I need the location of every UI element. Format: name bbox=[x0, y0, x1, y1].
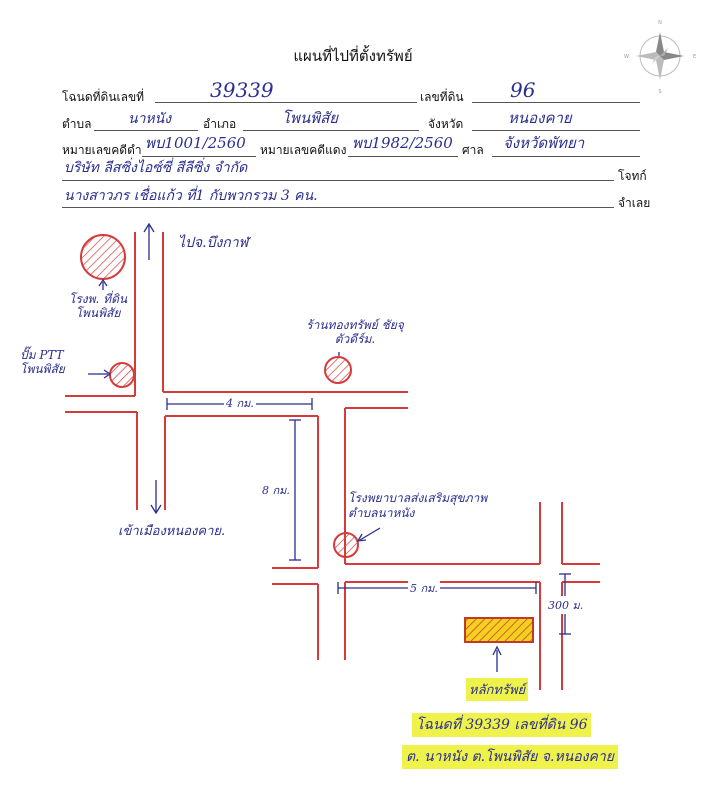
court-value: จังหวัดพัทยา bbox=[503, 134, 585, 152]
health-pointer bbox=[359, 527, 381, 541]
shop-marker bbox=[324, 356, 352, 384]
province-underline bbox=[472, 130, 640, 131]
defendant-underline bbox=[62, 207, 614, 208]
hospital-pointer-icon bbox=[98, 278, 108, 287]
province-label: จังหวัด bbox=[428, 117, 464, 131]
tambon-label: ตำบล bbox=[62, 117, 92, 131]
ptt-marker bbox=[109, 362, 135, 388]
to-city-label: เข้าเมืองหนองคาย. bbox=[118, 524, 226, 539]
amphoe-underline bbox=[243, 130, 419, 131]
compass-icon: N S W E bbox=[622, 18, 698, 95]
caption-line2: ต. นาหนัง ต.โพนพิสัย จ.หนองคาย bbox=[402, 745, 618, 769]
page-title: แผนที่ไปที่ตั้งทรัพย์ bbox=[293, 47, 413, 65]
deed-underline bbox=[155, 102, 417, 103]
compass-west: W bbox=[624, 54, 629, 60]
defendant-value: นางสาวภร เชื่อแก้ว ที่1 กับพวกรวม 3 คน. bbox=[64, 188, 318, 204]
dist-300m-label: 300 ม. bbox=[548, 596, 584, 614]
amphoe-value: โพนพิสัย bbox=[282, 109, 339, 127]
deed-value: 39339 bbox=[210, 78, 274, 102]
health-pointer-icon bbox=[356, 533, 367, 542]
ptt-label: ปั๊ม PTT โพนพิสัย bbox=[20, 348, 65, 376]
redcase-value: พบ1982/2560 bbox=[352, 134, 453, 152]
court-label: ศาล bbox=[462, 143, 484, 157]
tambon-underline bbox=[94, 130, 198, 131]
compass-east: E bbox=[693, 54, 696, 60]
property-marker-label: หลักทรัพย์ bbox=[466, 678, 529, 701]
deed-label: โฉนดที่ดินเลขที่ bbox=[62, 90, 145, 104]
dist-5km-label: 5 กม. bbox=[408, 579, 440, 597]
landno-value: 96 bbox=[510, 78, 536, 102]
hospital-marker bbox=[80, 234, 126, 280]
court-underline bbox=[492, 156, 640, 157]
landno-label: เลขที่ดิน bbox=[420, 90, 464, 104]
health-label: โรงพยาบาลส่งเสริมสุขภาพ ตำบลนาหนัง bbox=[348, 491, 488, 520]
amphoe-label: อำเภอ bbox=[203, 117, 237, 131]
dist-8km-label: 8 กม. bbox=[262, 481, 290, 499]
arrow-down-icon bbox=[150, 504, 162, 515]
blackcase-value: พบ1001/2560 bbox=[145, 134, 246, 152]
property-pointer-icon bbox=[492, 645, 502, 656]
redcase-underline bbox=[348, 156, 458, 157]
shop-label: ร้านทองทรัพย์ ชัยจุตัวดีร์ม. bbox=[306, 318, 404, 346]
landno-underline bbox=[472, 102, 640, 103]
blackcase-underline bbox=[142, 156, 256, 157]
province-value: หนองคาย bbox=[508, 109, 572, 127]
property-parcel bbox=[464, 617, 534, 643]
health-marker bbox=[333, 532, 359, 558]
blackcase-label: หมายเลขคดีดำ bbox=[62, 143, 142, 157]
arrow-up-icon bbox=[143, 222, 155, 233]
caption-line1: โฉนดที่ 39339 เลขที่ดิน 96 bbox=[412, 713, 592, 737]
hospital-label: โรงพ. ที่ดินโพนพิสัย bbox=[68, 292, 128, 320]
tambon-value: นาหนัง bbox=[128, 111, 172, 127]
plaintiff-label: โจทก์ bbox=[618, 169, 647, 183]
to-province-label: ไปจ.บึงกาฬ bbox=[178, 235, 249, 251]
defendant-label: จำเลย bbox=[618, 196, 651, 210]
plaintiff-value: บริษัท ลีสซิ่งไอซ์ซี่ สีลีซิ่ง จำกัด bbox=[64, 160, 248, 176]
redcase-label: หมายเลขคดีแดง bbox=[260, 143, 347, 157]
compass-south: S bbox=[658, 89, 661, 94]
dist-4km-label: 4 กม. bbox=[224, 394, 256, 412]
ptt-pointer-icon bbox=[103, 369, 112, 379]
plaintiff-underline bbox=[62, 180, 614, 181]
compass-north: N bbox=[658, 20, 662, 26]
